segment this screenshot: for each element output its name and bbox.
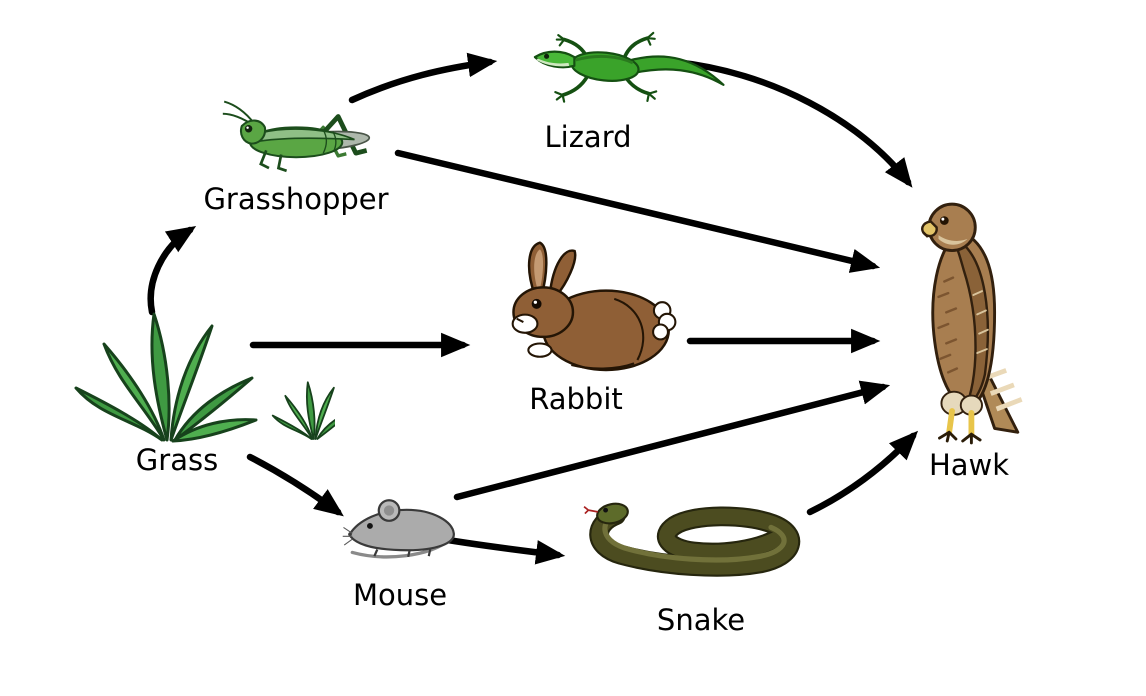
arrow-grass-to-mouse [246,453,344,517]
grasshopper-icon [222,100,371,173]
rabbit-icon [511,241,677,372]
arrow-mouse-to-hawk [453,380,891,501]
arrow-lizard-to-hawk [671,58,913,188]
node-grass [70,300,335,450]
node-rabbit [492,228,682,388]
grass-icon [74,312,335,443]
label-snake: Snake [656,603,746,637]
arrow-snake-to-hawk [806,430,919,516]
label-rabbit: Rabbit [529,382,623,416]
label-grass: Grass [135,443,219,477]
node-snake [572,486,827,598]
lizard-icon [533,31,725,103]
node-grasshopper [212,88,387,183]
node-lizard [488,22,763,117]
arrow-grass-to-grasshopper [147,226,197,316]
arrow-grasshopper-to-lizard [348,52,498,104]
mouse-icon [342,499,455,559]
hawk-icon [921,202,1023,445]
arrow-grasshopper-to-hawk [394,149,881,273]
label-lizard: Lizard [544,120,632,154]
label-hawk: Hawk [928,448,1010,482]
node-mouse [342,482,467,567]
snake-icon [583,502,801,577]
label-mouse: Mouse [352,578,448,612]
label-grasshopper: Grasshopper [203,182,389,216]
node-hawk [896,188,1041,460]
